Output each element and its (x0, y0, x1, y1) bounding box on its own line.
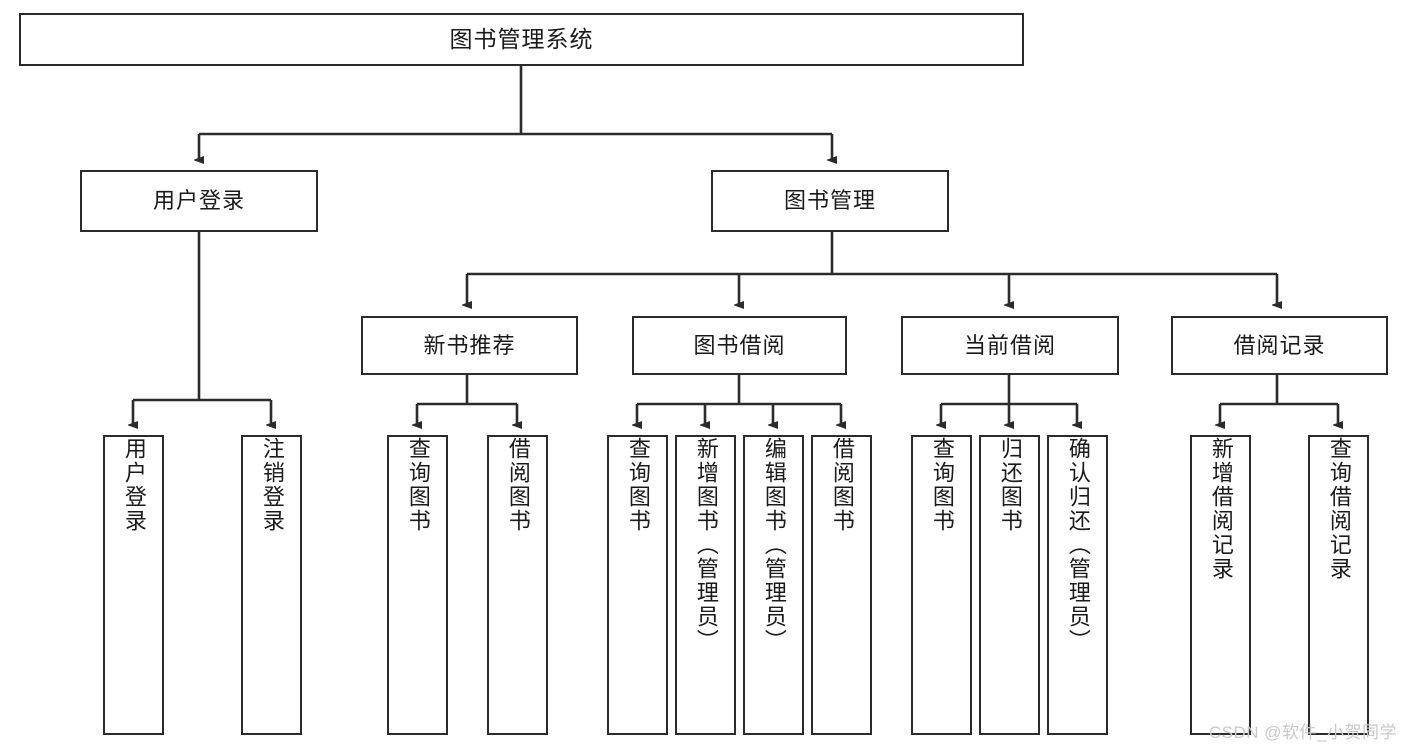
node-book-management[interactable]: 图书管理 (711, 170, 949, 232)
node-leaf-add-book-admin-label: 新增图书（管理员） (693, 437, 719, 653)
node-leaf-logout-label: 注销登录 (259, 437, 285, 533)
node-book-borrow[interactable]: 图书借阅 (632, 316, 847, 375)
node-leaf-borrow-query-book[interactable]: 查询图书 (607, 435, 668, 735)
node-leaf-add-borrow-record[interactable]: 新增借阅记录 (1190, 435, 1251, 735)
node-leaf-user-login-label: 用户登录 (121, 437, 147, 533)
node-leaf-borrow-book-label: 借阅图书 (829, 437, 855, 533)
node-book-management-label: 图书管理 (783, 188, 876, 214)
node-borrow-record[interactable]: 借阅记录 (1171, 316, 1388, 375)
node-leaf-query-borrow-record[interactable]: 查询借阅记录 (1308, 435, 1369, 735)
node-book-borrow-label: 图书借阅 (693, 332, 786, 358)
node-leaf-newbook-borrow-book-label: 借阅图书 (505, 437, 531, 533)
node-leaf-edit-book-admin-label: 编辑图书（管理员） (761, 437, 787, 653)
node-leaf-add-book-admin[interactable]: 新增图书（管理员） (675, 435, 736, 735)
node-leaf-borrow-book[interactable]: 借阅图书 (811, 435, 872, 735)
node-leaf-logout[interactable]: 注销登录 (241, 435, 302, 735)
node-root-book-management-system[interactable]: 图书管理系统 (19, 13, 1024, 66)
node-leaf-newbook-borrow-book[interactable]: 借阅图书 (487, 435, 548, 735)
node-leaf-confirm-return-admin[interactable]: 确认归还（管理员） (1047, 435, 1108, 735)
node-leaf-current-query-book-label: 查询图书 (929, 437, 955, 533)
node-leaf-return-book[interactable]: 归还图书 (979, 435, 1040, 735)
node-current-borrow[interactable]: 当前借阅 (901, 316, 1119, 375)
node-leaf-current-query-book[interactable]: 查询图书 (911, 435, 972, 735)
node-new-book-recommend[interactable]: 新书推荐 (361, 316, 578, 375)
node-user-login[interactable]: 用户登录 (80, 170, 318, 232)
node-leaf-borrow-query-book-label: 查询图书 (625, 437, 651, 533)
node-borrow-record-label: 借阅记录 (1233, 332, 1326, 358)
node-leaf-add-borrow-record-label: 新增借阅记录 (1208, 437, 1234, 581)
node-current-borrow-label: 当前借阅 (963, 332, 1056, 358)
node-leaf-newbook-query-book-label: 查询图书 (405, 437, 431, 533)
node-leaf-query-borrow-record-label: 查询借阅记录 (1326, 437, 1352, 581)
node-user-login-label: 用户登录 (152, 188, 245, 214)
node-new-book-recommend-label: 新书推荐 (423, 332, 516, 358)
node-leaf-user-login[interactable]: 用户登录 (103, 435, 164, 735)
node-leaf-edit-book-admin[interactable]: 编辑图书（管理员） (743, 435, 804, 735)
node-leaf-newbook-query-book[interactable]: 查询图书 (387, 435, 448, 735)
node-leaf-return-book-label: 归还图书 (997, 437, 1023, 533)
node-root-label: 图书管理系统 (449, 26, 594, 53)
watermark: CSDN @软件_小贺同学 (1208, 723, 1397, 742)
node-leaf-confirm-return-admin-label: 确认归还（管理员） (1065, 437, 1091, 653)
